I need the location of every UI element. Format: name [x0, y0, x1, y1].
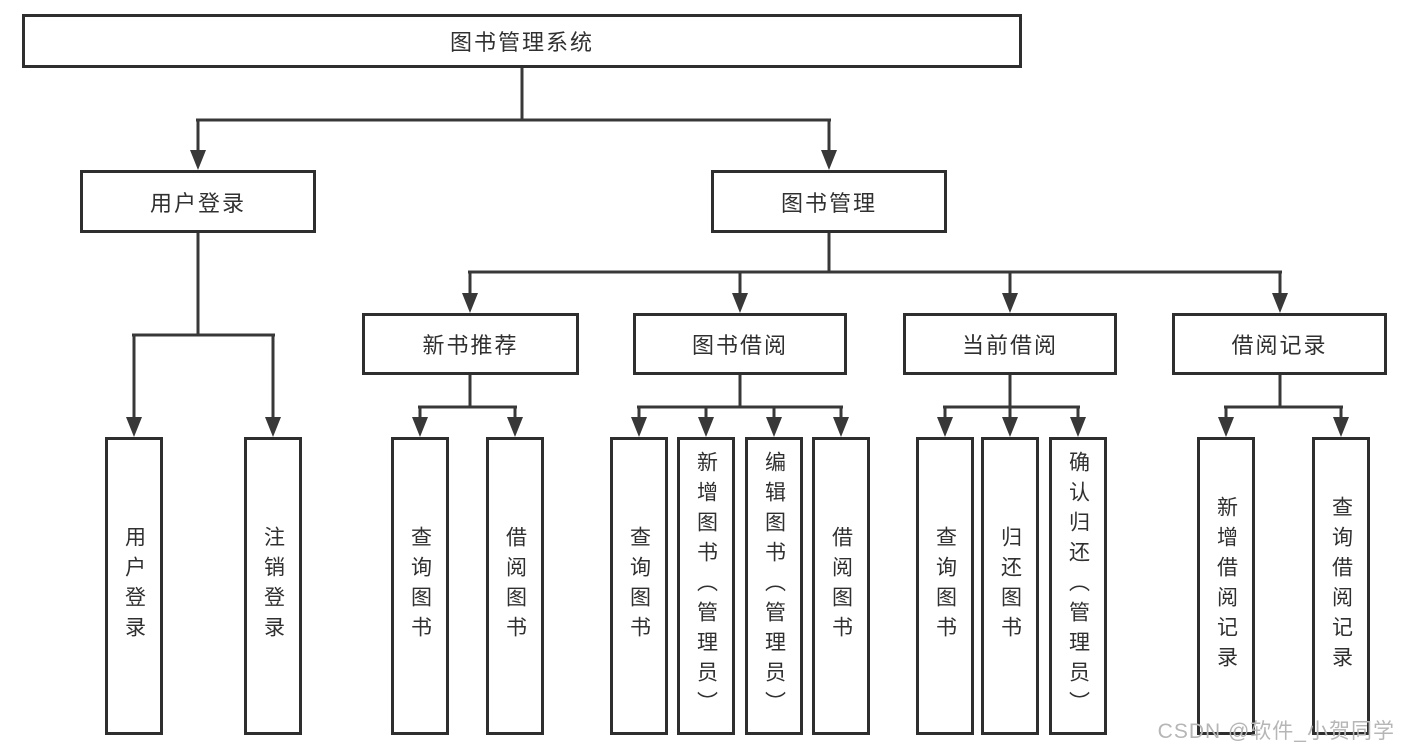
- node-label: 查询图书: [933, 526, 957, 646]
- node-new-book-recommendation: 新书推荐: [362, 313, 579, 375]
- node-leaf-current-confirm-return-admin: 确认归还（管理员）: [1049, 437, 1107, 735]
- node-user-login-module: 用户登录: [80, 170, 316, 233]
- connector-user-login-branch: [126, 233, 281, 437]
- node-leaf-current-return-books: 归还图书: [981, 437, 1039, 735]
- node-label: 图书借阅: [691, 333, 788, 358]
- node-label: 借阅图书: [503, 526, 527, 646]
- node-label: 借阅记录: [1231, 333, 1328, 358]
- connector-book-management-branch: [462, 233, 1288, 313]
- node-label: 查询图书: [408, 526, 432, 646]
- node-leaf-borrow-query-books: 查询图书: [610, 437, 668, 735]
- node-label: 图书管理: [780, 190, 877, 216]
- node-label: 新增借阅记录: [1214, 496, 1238, 676]
- node-label: 当前借阅: [961, 333, 1058, 358]
- node-leaf-current-query-books: 查询图书: [916, 437, 974, 735]
- node-label: 注销登录: [261, 526, 285, 646]
- node-label: 编辑图书（管理员）: [762, 451, 786, 721]
- connector-current-borrowing-branch: [937, 375, 1086, 437]
- node-label: 新书推荐: [422, 333, 519, 358]
- connector-book-borrowing-branch: [631, 375, 849, 437]
- node-current-borrowing: 当前借阅: [903, 313, 1117, 375]
- connector-borrowing-records-branch: [1218, 375, 1349, 437]
- node-leaf-borrow-add-books-admin: 新增图书（管理员）: [677, 437, 735, 735]
- node-label: 图书管理系统: [449, 30, 594, 55]
- csdn-watermark: CSDN @软件_小贺同学: [1157, 720, 1395, 743]
- node-leaf-logout: 注销登录: [244, 437, 302, 735]
- node-label: 查询借阅记录: [1329, 496, 1353, 676]
- connector-new-book-recommendation-branch: [412, 375, 523, 437]
- node-leaf-recommend-query-books: 查询图书: [391, 437, 449, 735]
- node-leaf-records-query-record: 查询借阅记录: [1312, 437, 1370, 735]
- node-leaf-records-add-record: 新增借阅记录: [1197, 437, 1255, 735]
- connector-root-to-level2: [190, 68, 837, 170]
- node-leaf-recommend-borrow-books: 借阅图书: [486, 437, 544, 735]
- node-library-management-system: 图书管理系统: [22, 14, 1022, 68]
- node-label: 查询图书: [627, 526, 651, 646]
- node-label: 借阅图书: [829, 526, 853, 646]
- node-borrowing-records: 借阅记录: [1172, 313, 1387, 375]
- node-book-borrowing: 图书借阅: [633, 313, 847, 375]
- node-label: 新增图书（管理员）: [694, 451, 718, 721]
- node-label: 确认归还（管理员）: [1066, 451, 1090, 721]
- node-book-management: 图书管理: [711, 170, 947, 233]
- node-label: 归还图书: [998, 526, 1022, 646]
- node-label: 用户登录: [149, 190, 246, 216]
- node-leaf-user-login: 用户登录: [105, 437, 163, 735]
- node-leaf-borrow-edit-books-admin: 编辑图书（管理员）: [745, 437, 803, 735]
- node-leaf-borrow-borrow-books: 借阅图书: [812, 437, 870, 735]
- node-label: 用户登录: [122, 526, 146, 646]
